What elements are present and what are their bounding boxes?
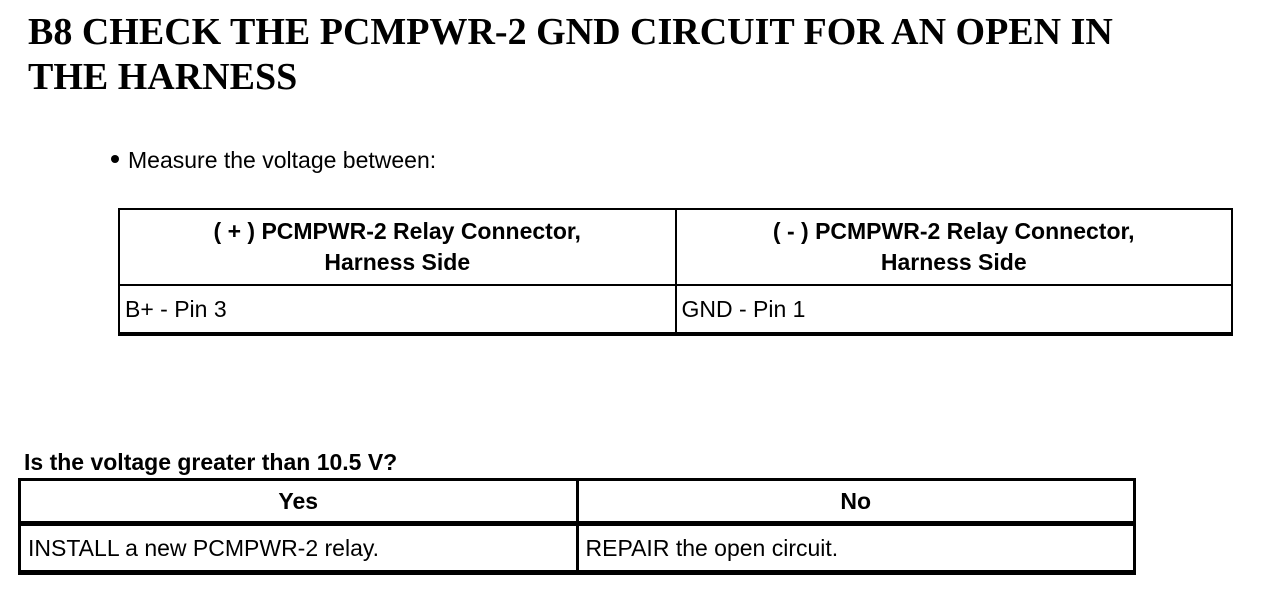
decision-table-header-row: Yes No xyxy=(18,478,1136,526)
measurement-header-negative-line2: Harness Side xyxy=(880,249,1027,275)
decision-header-no: No xyxy=(575,478,1136,526)
measurement-header-positive-line1: ( + ) PCMPWR-2 Relay Connector, xyxy=(213,218,581,244)
decision-table: Yes No INSTALL a new PCMPWR-2 relay. REP… xyxy=(18,478,1136,575)
decision-cell-no: REPAIR the open circuit. xyxy=(575,522,1136,574)
decision-cell-yes: INSTALL a new PCMPWR-2 relay. xyxy=(18,522,579,574)
instruction-text: Measure the voltage between: xyxy=(128,147,437,173)
question-text: Is the voltage greater than 10.5 V? xyxy=(24,449,398,475)
measurement-header-negative-line1: ( - ) PCMPWR-2 Relay Connector, xyxy=(772,218,1135,244)
decision-header-yes: Yes xyxy=(18,478,579,526)
measurement-table: ( + ) PCMPWR-2 Relay Connector, Harness … xyxy=(118,208,1233,336)
bullet-icon xyxy=(111,155,119,163)
measurement-table-row: B+ - Pin 3 GND - Pin 1 xyxy=(118,284,1233,335)
measurement-cell-positive: B+ - Pin 3 xyxy=(118,284,677,335)
measurement-table-header-row: ( + ) PCMPWR-2 Relay Connector, Harness … xyxy=(118,208,1233,286)
measurement-header-negative: ( - ) PCMPWR-2 Relay Connector, Harness … xyxy=(674,208,1233,286)
decision-table-row: INSTALL a new PCMPWR-2 relay. REPAIR the… xyxy=(18,522,1136,574)
measurement-cell-negative: GND - Pin 1 xyxy=(674,284,1233,335)
measurement-header-positive-line2: Harness Side xyxy=(324,249,471,275)
page-title: B8 CHECK THE PCMPWR-2 GND CIRCUIT FOR AN… xyxy=(28,11,1113,98)
instruction-bullet-row: Measure the voltage between: xyxy=(111,146,436,174)
measurement-header-positive: ( + ) PCMPWR-2 Relay Connector, Harness … xyxy=(118,208,677,286)
